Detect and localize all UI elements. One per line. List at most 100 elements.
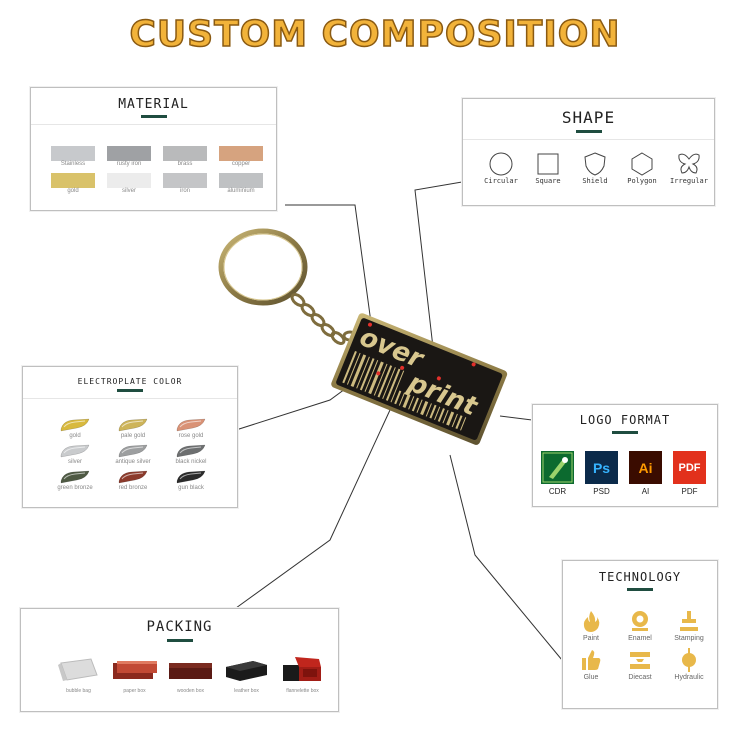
circle-icon [489,152,513,176]
shape-panel: SHAPE Circular Square Shield Polygon Irr… [462,98,715,206]
tag-barcode [342,350,467,431]
wooden-box-image [169,663,212,679]
packing-item-leather-box[interactable]: leather box [223,653,270,694]
shield-icon [584,152,606,176]
material-item[interactable]: silver [107,173,151,194]
tech-item-diecast[interactable]: Diecast [618,648,662,681]
material-item[interactable]: brass [163,146,207,167]
material-swatch [163,146,207,161]
material-panel: MATERIAL Stainless rusty iron brass copp… [30,87,277,211]
packing-heading: PACKING [146,619,213,635]
plated-sample-image [176,444,206,458]
material-swatch [219,173,263,188]
page-title: CUSTOM COMPOSITION [129,13,621,56]
plated-sample-image [60,418,90,432]
electroplate-item[interactable]: rose gold [165,417,217,439]
plated-sample-image [60,470,90,484]
butterfly-icon [678,153,700,174]
material-swatch [219,146,263,161]
flannelette-box-image [283,657,321,681]
divider [463,139,714,140]
tech-item-glue[interactable]: Glue [569,648,613,681]
connector-shape [414,181,463,366]
technology-heading-bar [627,588,653,591]
square-icon [537,153,559,175]
shape-item-square[interactable]: Square [532,151,564,185]
leather-box-image [226,661,267,681]
packing-item-flannelette-box[interactable]: flannelette box [279,653,326,694]
connector-packing [235,409,391,609]
packing-item-wooden-box[interactable]: wooden box [167,653,214,694]
tech-item-enamel[interactable]: Enamel [618,609,662,642]
packing-item-bubble-bag[interactable]: bubble bag [55,653,102,694]
packing-heading-bar [166,639,193,642]
shape-item-polygon[interactable]: Polygon [626,151,658,185]
material-item[interactable]: rusty iron [107,146,151,167]
plated-sample-image [176,470,206,484]
keychain-image: over print [218,228,508,445]
shape-item-circular[interactable]: Circular [484,151,518,185]
plated-sample-image [60,444,90,458]
material-item[interactable]: gold [51,173,95,194]
electroplate-item[interactable]: gun black [165,469,217,491]
packing-panel: PACKING bubble bag paper box wooden box … [20,608,339,712]
material-swatch [51,146,95,161]
bubble-bag-image [58,658,98,681]
divider [31,124,276,125]
electroplate-item[interactable]: black nickel [165,443,217,465]
material-swatch [51,173,95,188]
electroplate-item[interactable]: red bronze [107,469,159,491]
tech-item-stamping[interactable]: Stamping [667,609,711,642]
pdf-icon: PDF [673,451,706,484]
material-item[interactable]: aluminium [219,173,263,194]
connector-technology [449,454,563,661]
material-grid: Stainless rusty iron brass copper gold s… [51,146,263,194]
electroplate-item[interactable]: gold [49,417,101,439]
packing-item-paper-box[interactable]: paper box [111,653,158,694]
plated-sample-image [176,418,206,432]
diecast-icon [630,652,650,669]
polygon-icon [631,152,653,176]
tech-item-hydraulic[interactable]: Hydraulic [667,648,711,681]
stamping-icon [680,611,698,631]
material-swatch [107,173,151,188]
electroplate-item[interactable]: pale gold [107,417,159,439]
key-ring [218,228,308,306]
enamel-icon [632,611,648,631]
logo-format-cdr[interactable]: CDR [541,451,574,496]
logo-format-pdf[interactable]: PDF PDF [673,451,706,496]
keychain-tag: over print [331,313,508,445]
thumb-up-icon [582,650,601,670]
divider [23,398,237,399]
logo-format-ai[interactable]: Ai AI [629,451,662,496]
material-heading: MATERIAL [118,97,189,112]
shape-item-shield[interactable]: Shield [579,151,611,185]
electroplate-item[interactable]: antique silver [107,443,159,465]
material-item[interactable]: iron [163,173,207,194]
material-item[interactable]: Stainless [51,146,95,167]
electroplate-panel: ELECTROPLATE COLOR gold pale gold rose gol… [22,366,238,508]
material-heading-bar [140,115,167,118]
tech-item-paint[interactable]: Paint [569,609,613,642]
material-item[interactable]: copper [219,146,263,167]
electroplate-heading: ELECTROPLATE COLOR [77,377,183,386]
hydraulic-icon [682,648,696,672]
coreldraw-icon [541,451,574,484]
flame-icon [583,611,600,632]
shape-item-irregular[interactable]: Irregular [670,151,708,185]
shape-heading: SHAPE [561,108,616,127]
shape-heading-bar [575,130,602,133]
electroplate-item[interactable]: green bronze [49,469,101,491]
technology-panel: TECHNOLOGY Paint Enamel Stamping Glue Di… [562,560,718,709]
logo-format-heading: LOGO FORMAT [579,413,671,427]
plated-sample-image [118,418,148,432]
connector-logo [499,415,533,421]
plated-sample-image [118,470,148,484]
logo-format-panel: LOGO FORMAT CDR Ps PSD Ai AI PDF PDF [532,404,718,507]
electroplate-item[interactable]: silver [49,443,101,465]
paper-box-image [113,661,157,679]
connector-material [285,204,373,331]
technology-heading: TECHNOLOGY [598,570,682,584]
logo-format-psd[interactable]: Ps PSD [585,451,618,496]
